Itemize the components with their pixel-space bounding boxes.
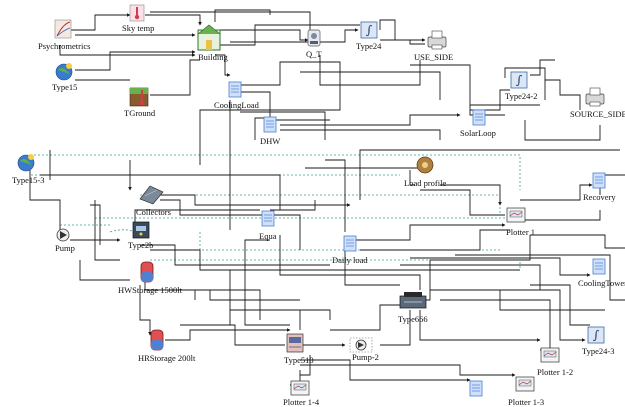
- label-type24-3: Type24-3: [582, 346, 615, 356]
- equation-icon[interactable]: [261, 210, 275, 227]
- svg-text:∫: ∫: [593, 328, 600, 342]
- storage-tank-icon[interactable]: [150, 329, 164, 351]
- heat-exchanger-icon[interactable]: [286, 333, 304, 353]
- label-daily-load: Daily load: [332, 255, 368, 265]
- label-coolingtower: CoolingTower: [578, 278, 625, 288]
- label-tground: TGround: [124, 108, 156, 118]
- connection-links: [29, 9, 625, 386]
- dashed-links: [29, 154, 521, 270]
- equation-icon[interactable]: [343, 235, 357, 252]
- integrator-icon[interactable]: ∫: [360, 21, 378, 39]
- label-type24: Type24: [356, 41, 382, 51]
- svg-text:∫: ∫: [516, 73, 523, 87]
- label-type15: Type15: [52, 82, 78, 92]
- plotter-icon[interactable]: [515, 376, 535, 392]
- weather-globe-icon[interactable]: [55, 63, 73, 81]
- pump-icon[interactable]: [349, 337, 373, 353]
- label-recovery: Recovery: [583, 192, 616, 202]
- integrator-icon[interactable]: ∫: [587, 326, 605, 344]
- label-plotter-1-4: Plotter 1-4: [283, 397, 320, 407]
- equation-icon[interactable]: [592, 258, 606, 275]
- svg-text:∫: ∫: [366, 23, 373, 37]
- label-sky-temp: Sky temp: [122, 23, 155, 33]
- label-load-profile: Load profile: [404, 178, 447, 188]
- load-profile-icon[interactable]: [416, 156, 434, 174]
- label-use-side: USE_SIDE: [414, 52, 454, 62]
- label-solarloop: SolarLoop: [460, 128, 496, 138]
- label-type24-2: Type24-2: [505, 91, 538, 101]
- label-pump: Pump: [55, 243, 75, 253]
- equation-icon[interactable]: [472, 109, 486, 126]
- storage-tank-icon[interactable]: [140, 261, 154, 283]
- equation-icon[interactable]: [228, 81, 242, 98]
- label-type2b: Type2b: [128, 240, 154, 250]
- equation-icon[interactable]: [263, 116, 277, 133]
- calculator-icon[interactable]: [307, 29, 321, 47]
- equation-icon[interactable]: [469, 380, 483, 397]
- label-type15-3: Type15-3: [12, 175, 45, 185]
- plotter-icon[interactable]: [506, 207, 526, 223]
- label-hrstorage: HRStorage 200lt: [138, 353, 196, 363]
- label-plotter-1-2: Plotter 1-2: [537, 367, 574, 377]
- printer-icon[interactable]: [585, 87, 605, 107]
- label-source-side: SOURCE_SIDE: [570, 109, 625, 119]
- label-coolingload: CoolingLoad: [214, 100, 259, 110]
- label-type666: Type666: [398, 314, 428, 324]
- label-building: Building: [198, 52, 228, 62]
- weather-globe-icon[interactable]: [17, 154, 35, 172]
- psychrometric-chart-icon[interactable]: [54, 19, 72, 39]
- pump-icon[interactable]: [56, 228, 70, 242]
- label-dhw: DHW: [260, 136, 281, 146]
- building-icon[interactable]: [197, 24, 221, 51]
- label-psychrometrics: Psychrometrics: [38, 41, 91, 51]
- sky-temperature-icon[interactable]: [129, 4, 145, 22]
- label-q-t: Q_T: [306, 49, 322, 59]
- plotter-icon[interactable]: [290, 380, 310, 396]
- label-type510: Type510: [284, 355, 314, 365]
- ground-temperature-icon[interactable]: [129, 87, 149, 107]
- plotter-icon[interactable]: [540, 347, 560, 363]
- chiller-icon[interactable]: [399, 292, 427, 309]
- label-equa: Equa: [259, 231, 277, 241]
- printer-icon[interactable]: [427, 30, 447, 50]
- label-hwstorage: HWStorage 1500lt: [118, 285, 182, 295]
- label-collectors: Collectors: [136, 207, 171, 217]
- controller-icon[interactable]: [132, 221, 150, 239]
- label-plotter-1-3: Plotter 1-3: [508, 397, 545, 407]
- integrator-icon[interactable]: ∫: [510, 71, 528, 89]
- label-plotter-1: Plotter 1: [506, 227, 536, 237]
- solar-collector-icon[interactable]: [139, 185, 164, 205]
- equation-icon[interactable]: [592, 172, 606, 189]
- label-pump-2: Pump-2: [352, 352, 379, 362]
